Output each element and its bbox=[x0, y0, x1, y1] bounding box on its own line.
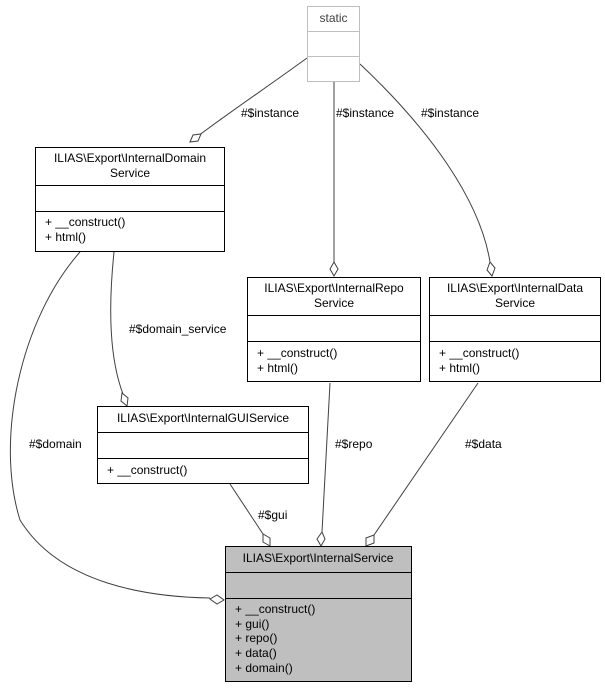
node-internal-service-method: + repo() bbox=[235, 631, 277, 645]
edge-domain-to-service bbox=[9, 251, 211, 599]
node-internal-repo-service-method: + __construct() bbox=[257, 346, 337, 360]
node-internal-domain-service-title-line1: ILIAS\Export\InternalDomain bbox=[54, 151, 206, 165]
edge-label-static-data: #$instance bbox=[421, 106, 479, 120]
node-internal-gui-service[interactable]: ILIAS\Export\InternalGUIService + __cons… bbox=[97, 406, 309, 484]
node-internal-repo-service[interactable]: ILIAS\Export\InternalRepo Service + __co… bbox=[247, 277, 421, 382]
node-internal-data-service-title-line1: ILIAS\Export\InternalData bbox=[447, 281, 583, 295]
edge-static-to-data bbox=[359, 63, 491, 263]
edge-domain-to-gui bbox=[110, 251, 124, 395]
edge-data-to-service-diamond bbox=[365, 534, 375, 547]
edge-label-static-repo: #$instance bbox=[336, 106, 394, 120]
node-internal-service-method: + data() bbox=[235, 646, 277, 660]
edge-static-to-domain-diamond bbox=[189, 133, 202, 143]
edge-static-to-repo-diamond bbox=[329, 260, 339, 278]
edge-label-repo-service: #$repo bbox=[335, 437, 373, 451]
edge-data-to-service bbox=[373, 382, 479, 536]
edge-static-to-domain bbox=[197, 57, 308, 137]
node-internal-domain-service-method: + html() bbox=[45, 230, 86, 244]
node-internal-service-title: ILIAS\Export\InternalService bbox=[243, 551, 394, 565]
node-internal-domain-service[interactable]: ILIAS\Export\InternalDomain Service + __… bbox=[35, 147, 225, 252]
edge-domain-to-gui-diamond bbox=[120, 392, 129, 407]
node-internal-data-service-method: + __construct() bbox=[439, 346, 519, 360]
edge-label-domain-service: #$domain bbox=[29, 437, 82, 451]
edge-gui-to-service-diamond bbox=[262, 533, 271, 547]
node-internal-service[interactable]: ILIAS\Export\InternalService + __constru… bbox=[225, 546, 412, 682]
edge-label-data-service: #$data bbox=[465, 437, 502, 451]
node-internal-service-method: + gui() bbox=[235, 617, 269, 631]
edge-domain-to-service-diamond bbox=[209, 594, 225, 605]
node-internal-data-service-title-line2: Service bbox=[495, 296, 535, 310]
node-internal-domain-service-method: + __construct() bbox=[45, 215, 125, 229]
node-internal-domain-service-title-line2: Service bbox=[110, 166, 150, 180]
node-internal-repo-service-title-line2: Service bbox=[314, 296, 354, 310]
edge-repo-to-service bbox=[321, 382, 331, 533]
edge-label-static-domain: #$instance bbox=[241, 106, 299, 120]
node-static[interactable]: static bbox=[307, 6, 360, 82]
node-internal-gui-service-method: + __construct() bbox=[107, 463, 187, 477]
node-internal-data-service[interactable]: ILIAS\Export\InternalData Service + __co… bbox=[429, 277, 601, 382]
node-internal-gui-service-title: ILIAS\Export\InternalGUIService bbox=[117, 411, 289, 425]
node-internal-data-service-method: + html() bbox=[439, 361, 480, 375]
edge-label-gui-service: #$gui bbox=[258, 508, 287, 522]
node-internal-repo-service-method: + html() bbox=[257, 361, 298, 375]
node-internal-service-method: + __construct() bbox=[235, 602, 315, 616]
node-internal-repo-service-title-line1: ILIAS\Export\InternalRepo bbox=[264, 281, 404, 295]
edge-repo-to-service-diamond bbox=[316, 530, 326, 548]
node-static-title: static bbox=[319, 11, 347, 25]
edge-static-to-data-diamond bbox=[486, 261, 496, 277]
edge-gui-to-service bbox=[229, 483, 264, 535]
node-internal-service-method: + domain() bbox=[235, 661, 293, 675]
edge-label-domain-gui: #$domain_service bbox=[129, 322, 227, 336]
